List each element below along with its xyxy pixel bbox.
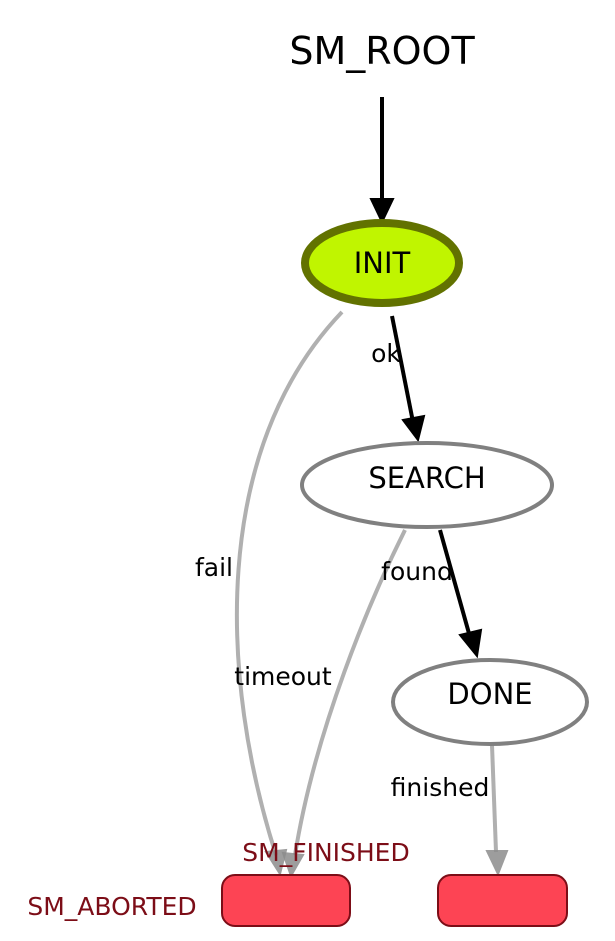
outcome-box [437,874,568,927]
edge-line [490,744,498,853]
arrowhead-icon [281,851,305,879]
edge-done-finished: finished [391,744,509,877]
edge-search-found: found [381,529,483,659]
state-label: SEARCH [368,461,485,495]
state-node [300,441,554,529]
edge-label: fail [195,553,233,582]
edge-root-to-init [369,97,395,225]
state-done[interactable]: DONE [391,658,589,746]
edge-search-timeout: timeout [234,529,407,879]
edge-line [390,315,415,423]
root-label: SM_ROOT [289,29,475,73]
outcome-sm-aborted[interactable]: SM_ABORTED [27,874,351,927]
arrowhead-icon [485,850,509,877]
state-label: DONE [447,677,532,711]
state-search[interactable]: SEARCH [300,441,554,529]
edge-label: ok [371,339,401,368]
outcome-sm-finished[interactable]: SM_FINISHED [242,838,568,927]
state-init[interactable]: INIT [301,219,463,307]
outcome-label: SM_FINISHED [242,838,409,867]
edge-line [438,529,472,638]
edge-line [234,310,344,856]
edge-label: finished [391,773,490,802]
state-node [391,658,589,746]
edge-label: timeout [234,662,332,691]
outcome-box [221,874,351,927]
arrowhead-icon [264,848,288,877]
arrowhead-icon [401,414,426,443]
state-label: INIT [354,246,411,280]
arrowhead-icon [458,628,483,659]
edge-init-fail: fail [195,310,344,877]
outcome-label: SM_ABORTED [27,892,196,921]
edge-line [293,529,407,856]
edge-init-ok: ok [371,315,426,443]
edge-label: found [381,557,453,586]
state-node [301,219,463,307]
arrowhead-icon [369,198,395,225]
